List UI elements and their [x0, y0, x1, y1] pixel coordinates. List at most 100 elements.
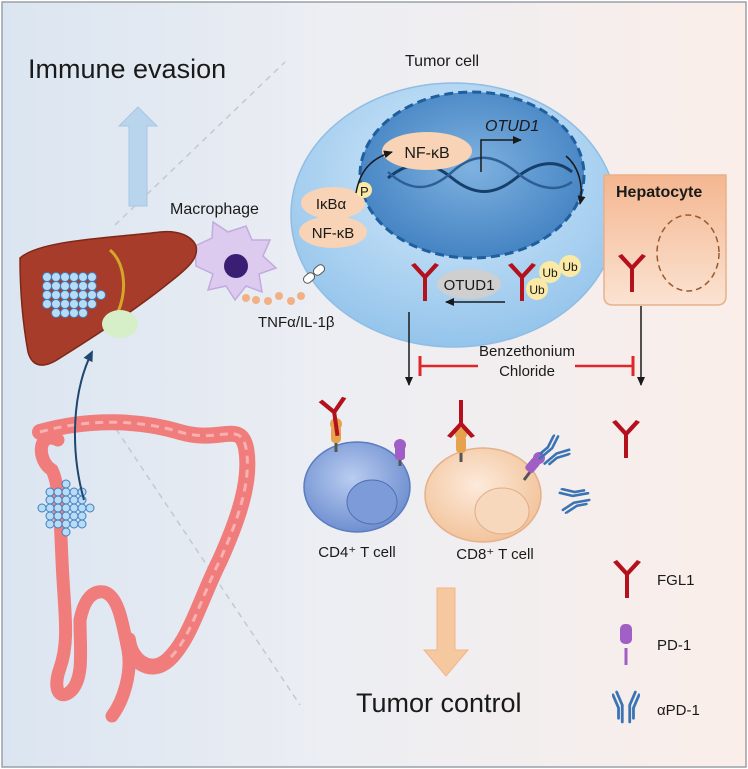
tumor-cell-bubble: [87, 272, 97, 282]
tumor-cell-bubble: [45, 519, 55, 529]
tumor-cell-bubble: [78, 299, 88, 309]
colon-tumor: [37, 479, 95, 537]
tumor-cell-bubble: [53, 511, 63, 521]
ub-label: Ub: [562, 260, 578, 274]
tumor-cell-bubble: [51, 281, 61, 291]
tumor-cell-label: Tumor cell: [405, 53, 479, 70]
tumor-cell-bubble: [69, 519, 79, 529]
tumor-cell-bubble: [69, 290, 79, 300]
tumor-cell-bubble: [60, 299, 70, 309]
tumor-cell-bubble: [42, 272, 52, 282]
nfkb-translocation-arrow: [355, 150, 393, 194]
tumor-cell-bubble: [69, 511, 79, 521]
tumor-cell-bubble: [78, 308, 88, 318]
dna-strand: [387, 156, 573, 190]
immune-evasion-label: Immune evasion: [28, 54, 226, 84]
hepatocyte-label: Hepatocyte: [616, 184, 702, 201]
tumor-control-label: Tumor control: [356, 688, 522, 718]
colon-haustra: [39, 420, 249, 662]
cytokine-dots: [242, 292, 305, 305]
tumor-cell-bubble: [61, 503, 71, 513]
nfkb-nucleus-bubble: [382, 132, 472, 170]
tumor-cell-bubble: [53, 487, 63, 497]
benzethonium-label: Chloride: [499, 363, 555, 380]
tumor-cell-bubble: [77, 495, 87, 505]
tumor-cell-bubble: [45, 503, 55, 513]
tumor-cell-bubble: [69, 487, 79, 497]
tumor-cell-bubble: [85, 503, 95, 513]
metastasis-arrow: [74, 350, 93, 501]
phospho-dot: [356, 182, 372, 198]
tumor-cell-bubble: [77, 503, 87, 513]
pd1-stalk: [522, 471, 532, 481]
tumor-cell-bubble: [69, 503, 79, 513]
tumor-cell-bubble: [77, 519, 87, 529]
tumor-cell-bubble: [53, 503, 63, 513]
nfkb-cyto-bubble: [299, 216, 367, 248]
down-arrow: [422, 587, 470, 677]
tumor-cell-bubble: [61, 527, 71, 537]
ikba-bubble: [301, 187, 365, 219]
divider-lower: [109, 419, 301, 706]
tumor-cell-bubble: [53, 495, 63, 505]
tumor-cell-bubble: [37, 503, 47, 513]
tumor-cell-bubble: [61, 495, 71, 505]
legend-label: PD-1: [657, 637, 691, 654]
macrophage-label: Macrophage: [170, 201, 259, 218]
tumor-cell-bubble: [78, 281, 88, 291]
fgl1-receptor: [455, 428, 467, 440]
tumor-cell-bubble: [61, 519, 71, 529]
ubiquitin: [526, 278, 548, 300]
export-arrow: [565, 155, 586, 205]
tumor-cell-bubble: [87, 299, 97, 309]
tumor-cell-bubble: [60, 308, 70, 318]
cd8-label: CD8⁺ T cell: [456, 546, 533, 563]
hepatocyte-nucleus: [656, 214, 720, 292]
up-arrow: [117, 106, 159, 207]
cytokine-label: TNFα/IL-1β: [258, 314, 335, 331]
legend-label: FGL1: [657, 572, 695, 589]
liver: [19, 230, 198, 366]
tumor-cell-bubble: [51, 308, 61, 318]
liver-tumor: [42, 272, 106, 318]
fgl1-receptor: [456, 436, 466, 453]
nfkb-nucleus-label: NF-κB: [404, 145, 449, 162]
tumor-cell-bubble: [45, 511, 55, 521]
nfkb-cyto-label: NF-κB: [312, 225, 355, 242]
ub-label: Ub: [529, 283, 545, 297]
tumor-cell-bubble: [69, 495, 79, 505]
tumor-cell-bubble: [78, 290, 88, 300]
tumor-cell-bubble: [60, 272, 70, 282]
legend-label: αPD-1: [657, 702, 700, 719]
pd1-icon: [394, 439, 406, 451]
tumor-cell-bubble: [51, 290, 61, 300]
legend: FGL1 PD-1 αPD-1: [612, 560, 700, 724]
tumor-cell-bubble: [45, 495, 55, 505]
hepatocyte: [603, 174, 727, 306]
tumor-cell-bubble: [87, 290, 97, 300]
gallbladder: [102, 310, 138, 338]
otud1-protein-label: OTUD1: [444, 277, 495, 294]
tumor-cell-bubble: [60, 281, 70, 291]
macrophage-nucleus: [224, 254, 248, 278]
ikba-label: IκBα: [316, 196, 347, 213]
tumor-cell-bubble: [42, 290, 52, 300]
tumor-cell-bubble: [77, 511, 87, 521]
tumor-cell-bubble: [61, 487, 71, 497]
ub-label: Ub: [542, 266, 558, 280]
cd8-nucleus: [474, 487, 530, 535]
tumor-cell-bubble: [69, 299, 79, 309]
transcription-arrow: [480, 136, 522, 172]
tumor-cell-bubble: [69, 308, 79, 318]
tumor-cell-bubble: [61, 511, 71, 521]
tumor-cell-bubble: [87, 281, 97, 291]
tumor-cell-bubble: [42, 281, 52, 291]
tumor-cell-bubble: [69, 281, 79, 291]
otud1-gene-label: OTUD1: [485, 118, 539, 135]
receptor-capsules: [302, 264, 326, 284]
otud1-protein-bubble: [437, 269, 501, 299]
tumor-cell-bubble: [69, 272, 79, 282]
tumor-cell-bubble: [61, 479, 71, 489]
